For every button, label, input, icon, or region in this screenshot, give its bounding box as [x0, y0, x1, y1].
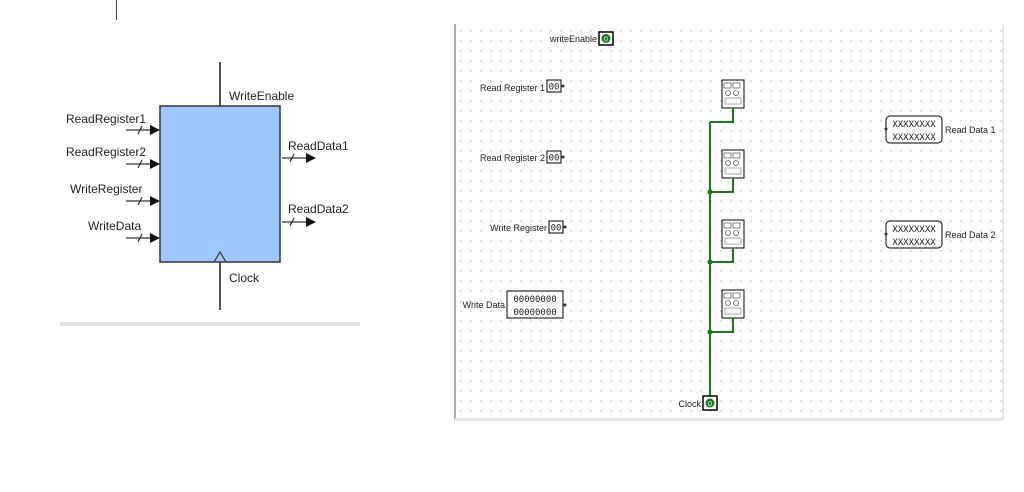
- read-data-1-pin-value-lo: XXXXXXXX: [892, 133, 936, 143]
- input-read-register-1: ReadRegister1: [66, 112, 160, 135]
- write-data-pin[interactable]: Write Data 00000000 00000000: [463, 290, 567, 319]
- arrow-icon: [150, 159, 160, 169]
- clock-pin-value: 0: [708, 401, 712, 408]
- clock-label: Clock: [229, 271, 260, 285]
- write-enable-pin[interactable]: writeEnable 0: [549, 31, 614, 46]
- arrow-icon: [150, 196, 160, 206]
- arrow-icon: [150, 125, 160, 135]
- read-data-1-pin-value-hi: XXXXXXXX: [892, 120, 936, 130]
- write-data-label: WriteData: [88, 219, 141, 233]
- read-data-2-pin[interactable]: XXXXXXXX XXXXXXXX Read Data 2: [884, 220, 996, 249]
- read-data-1-label: ReadData1: [288, 139, 349, 153]
- arrow-icon: [306, 153, 316, 163]
- text-cursor: [116, 0, 117, 20]
- write-enable-label: WriteEnable: [229, 89, 294, 103]
- clock-edge-symbol: [213, 250, 227, 263]
- read-register-2-pin[interactable]: Read Register 2 00: [480, 150, 565, 164]
- input-write-data: WriteData: [88, 219, 160, 243]
- write-register-pin-label: Write Register: [490, 223, 547, 233]
- clock-pin[interactable]: Clock 0: [678, 395, 718, 411]
- read-register-2-pin-label: Read Register 2: [480, 153, 545, 163]
- read-data-2-pin-value-lo: XXXXXXXX: [892, 238, 936, 248]
- read-register-2-label: ReadRegister2: [66, 145, 146, 159]
- write-enable-pin-label: writeEnable: [549, 34, 597, 44]
- read-data-1-pin[interactable]: XXXXXXXX XXXXXXXX Read Data 1: [884, 115, 996, 144]
- caption-remnant: [60, 322, 360, 326]
- read-data-1-pin-label: Read Data 1: [945, 125, 996, 135]
- register-component[interactable]: [721, 219, 745, 249]
- input-read-register-2: ReadRegister2: [66, 145, 160, 169]
- read-register-1-pin-label: Read Register 1: [480, 83, 545, 93]
- read-data-2-label: ReadData2: [288, 202, 349, 216]
- input-write-register: WriteRegister: [70, 182, 160, 206]
- write-data-pin-value-hi: 00000000: [513, 295, 556, 305]
- register-file-block: [159, 105, 281, 263]
- write-data-pin-label: Write Data: [463, 300, 505, 310]
- register-component[interactable]: [721, 79, 745, 109]
- output-read-data-1: ReadData1: [282, 139, 349, 163]
- write-data-pin-value-lo: 00000000: [513, 308, 556, 318]
- read-register-1-pin-value: 00: [549, 83, 560, 93]
- output-read-data-2: ReadData2: [282, 202, 349, 227]
- read-register-1-pin[interactable]: Read Register 1 00: [480, 79, 565, 93]
- register-file-block-diagram: WriteEnable Clock ReadRegister1 ReadRegi…: [60, 62, 360, 326]
- clock-pin-label: Clock: [678, 399, 701, 409]
- clock-wire: [707, 108, 734, 396]
- read-data-2-pin-label: Read Data 2: [945, 230, 996, 240]
- arrow-icon: [150, 233, 160, 243]
- write-enable-pin-value: 0: [604, 37, 608, 44]
- read-data-2-pin-value-hi: XXXXXXXX: [892, 225, 936, 235]
- register-component[interactable]: [721, 289, 745, 319]
- write-register-label: WriteRegister: [70, 182, 142, 196]
- write-register-pin-value: 00: [551, 224, 562, 234]
- register-component[interactable]: [721, 149, 745, 179]
- read-register-2-pin-value: 00: [549, 154, 560, 164]
- read-register-1-label: ReadRegister1: [66, 112, 146, 126]
- arrow-icon: [306, 217, 316, 227]
- write-register-pin[interactable]: Write Register 00: [490, 220, 567, 234]
- caption-remnant: [455, 418, 1003, 421]
